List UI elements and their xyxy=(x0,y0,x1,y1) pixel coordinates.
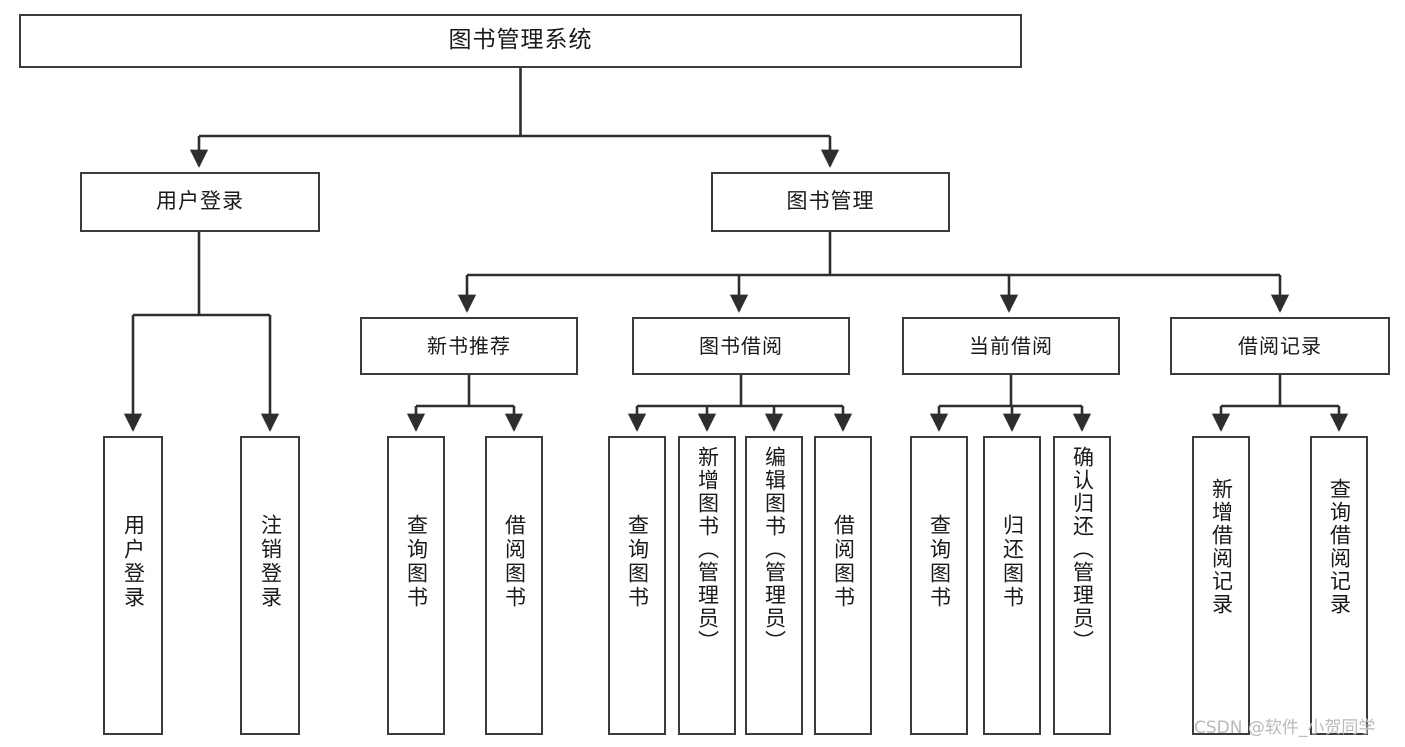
node-book-manage[interactable]: 图书管理 xyxy=(711,172,950,232)
node-leaf-user-login[interactable]: 用户登录 xyxy=(103,436,163,735)
node-current-borrow[interactable]: 当前借阅 xyxy=(902,317,1120,375)
node-label: 用户登录 xyxy=(121,514,146,610)
node-label: 注销登录 xyxy=(258,514,283,610)
node-leaf-confirm-return[interactable]: 确认归还（管理员） xyxy=(1053,436,1111,735)
node-user-login[interactable]: 用户登录 xyxy=(80,172,320,232)
node-label: 查询图书 xyxy=(625,514,650,610)
node-leaf-borrow-book-new[interactable]: 借阅图书 xyxy=(485,436,543,735)
node-label: 图书借阅 xyxy=(699,333,783,358)
node-label: 归还图书 xyxy=(1000,514,1025,610)
node-label: 查询借阅记录 xyxy=(1327,478,1352,616)
node-leaf-add-borrow-record[interactable]: 新增借阅记录 xyxy=(1192,436,1250,735)
node-leaf-query-book-borrow[interactable]: 查询图书 xyxy=(608,436,666,735)
node-borrow-record[interactable]: 借阅记录 xyxy=(1170,317,1390,375)
node-label: 借阅图书 xyxy=(831,514,856,610)
node-label: 确认归还（管理员） xyxy=(1070,446,1095,653)
node-leaf-borrow-book-borrow[interactable]: 借阅图书 xyxy=(814,436,872,735)
node-leaf-return-book[interactable]: 归还图书 xyxy=(983,436,1041,735)
node-label: 图书管理系统 xyxy=(448,27,593,54)
node-label: 当前借阅 xyxy=(969,333,1053,358)
node-leaf-query-book-new[interactable]: 查询图书 xyxy=(387,436,445,735)
node-label: 借阅图书 xyxy=(502,514,527,610)
node-label: 新增图书（管理员） xyxy=(695,446,720,653)
node-leaf-edit-book[interactable]: 编辑图书（管理员） xyxy=(745,436,803,735)
node-book-borrow[interactable]: 图书借阅 xyxy=(632,317,850,375)
node-label: 查询图书 xyxy=(404,514,429,610)
node-root-system[interactable]: 图书管理系统 xyxy=(19,14,1022,68)
node-leaf-query-book-current[interactable]: 查询图书 xyxy=(910,436,968,735)
node-leaf-query-borrow-record[interactable]: 查询借阅记录 xyxy=(1310,436,1368,735)
node-label: 借阅记录 xyxy=(1238,333,1322,358)
node-label: 用户登录 xyxy=(156,189,244,214)
node-label: 新增借阅记录 xyxy=(1209,478,1234,616)
node-leaf-add-book[interactable]: 新增图书（管理员） xyxy=(678,436,736,735)
node-new-book-rec[interactable]: 新书推荐 xyxy=(360,317,578,375)
node-label: 查询图书 xyxy=(927,514,952,610)
node-leaf-user-logout[interactable]: 注销登录 xyxy=(240,436,300,735)
node-label: 编辑图书（管理员） xyxy=(762,446,787,653)
node-label: 新书推荐 xyxy=(427,333,511,358)
node-label: 图书管理 xyxy=(786,189,875,214)
